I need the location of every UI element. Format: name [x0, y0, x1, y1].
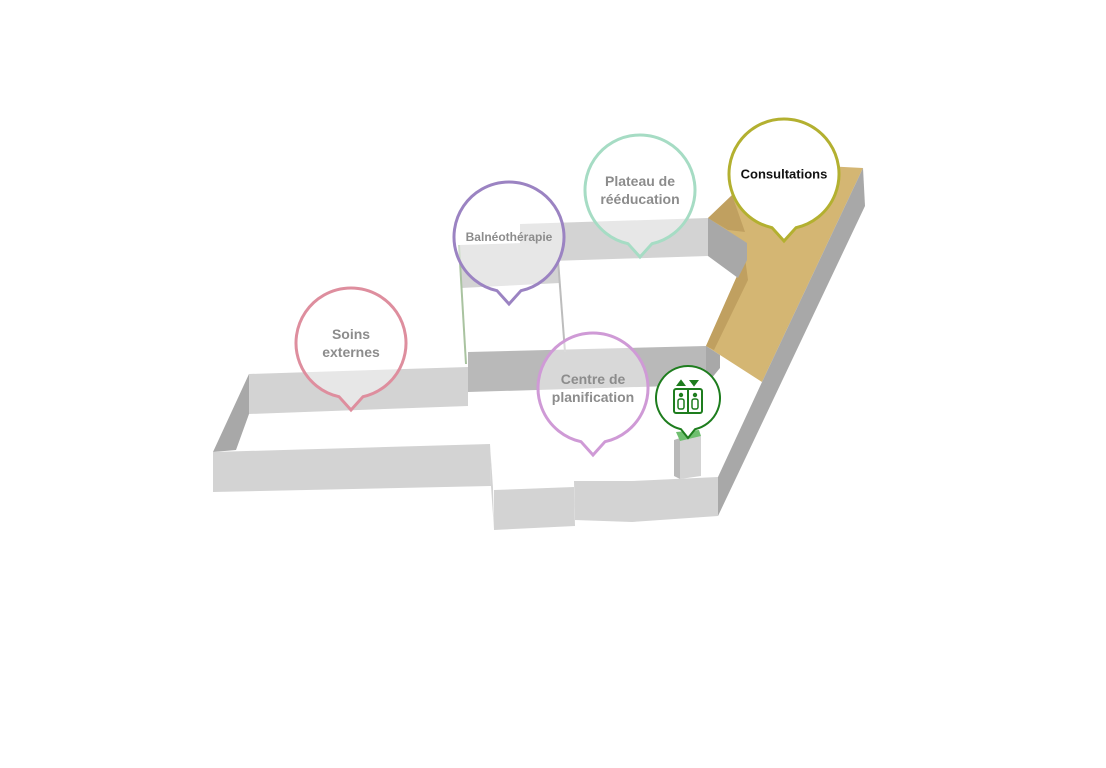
- consultations-zone-edge: [708, 195, 745, 232]
- consultations-zone[interactable]: [706, 163, 863, 382]
- wall-bottom-mid: [494, 487, 575, 530]
- consultations-zone-ridge: [706, 258, 748, 350]
- marker-bubble: [727, 117, 841, 244]
- wall-bottom-curve-b: [632, 477, 718, 522]
- marker-label: Consultations: [741, 167, 828, 182]
- map-marker-balneotherapie[interactable]: Balnéothérapie: [452, 180, 566, 307]
- wall-plateau-side: [708, 218, 747, 278]
- marker-bubble: [452, 180, 566, 307]
- wall-left-end: [213, 374, 249, 452]
- wall-right-long: [718, 168, 865, 516]
- marker-label: rééducation: [600, 191, 679, 207]
- map-marker-soins-externes[interactable]: Soins externes: [294, 286, 408, 413]
- wall-bottom-curve-a: [574, 481, 632, 522]
- marker-label: Centre de: [561, 371, 626, 387]
- map-marker-plateau-reeducation[interactable]: Plateau de rééducation: [583, 133, 697, 260]
- markers-layer: Soins externes Balnéothérapie Plateau de réé…: [294, 117, 841, 458]
- wall-bottom-step: [490, 444, 494, 530]
- marker-bubble: [536, 331, 650, 458]
- elevator-marker[interactable]: [655, 365, 721, 440]
- marker-label: Plateau de: [605, 173, 675, 189]
- elevator-shaft-side: [674, 438, 680, 479]
- marker-bubble: [294, 286, 408, 413]
- elevator-shaft-front: [680, 436, 701, 479]
- marker-label: Balnéothérapie: [466, 230, 553, 244]
- wall-soins-externes: [249, 367, 468, 414]
- marker-bubble: [583, 133, 697, 260]
- marker-label: externes: [322, 344, 380, 360]
- wall-bottom-left: [213, 444, 491, 492]
- marker-label: Soins: [332, 326, 370, 342]
- wall-balneo-right: [557, 259, 566, 353]
- map-marker-centre-planification[interactable]: Centre de planification: [536, 331, 650, 458]
- elevator-icon: [673, 379, 703, 414]
- map-marker-consultations[interactable]: Consultations: [727, 117, 841, 244]
- marker-label: planification: [552, 389, 634, 405]
